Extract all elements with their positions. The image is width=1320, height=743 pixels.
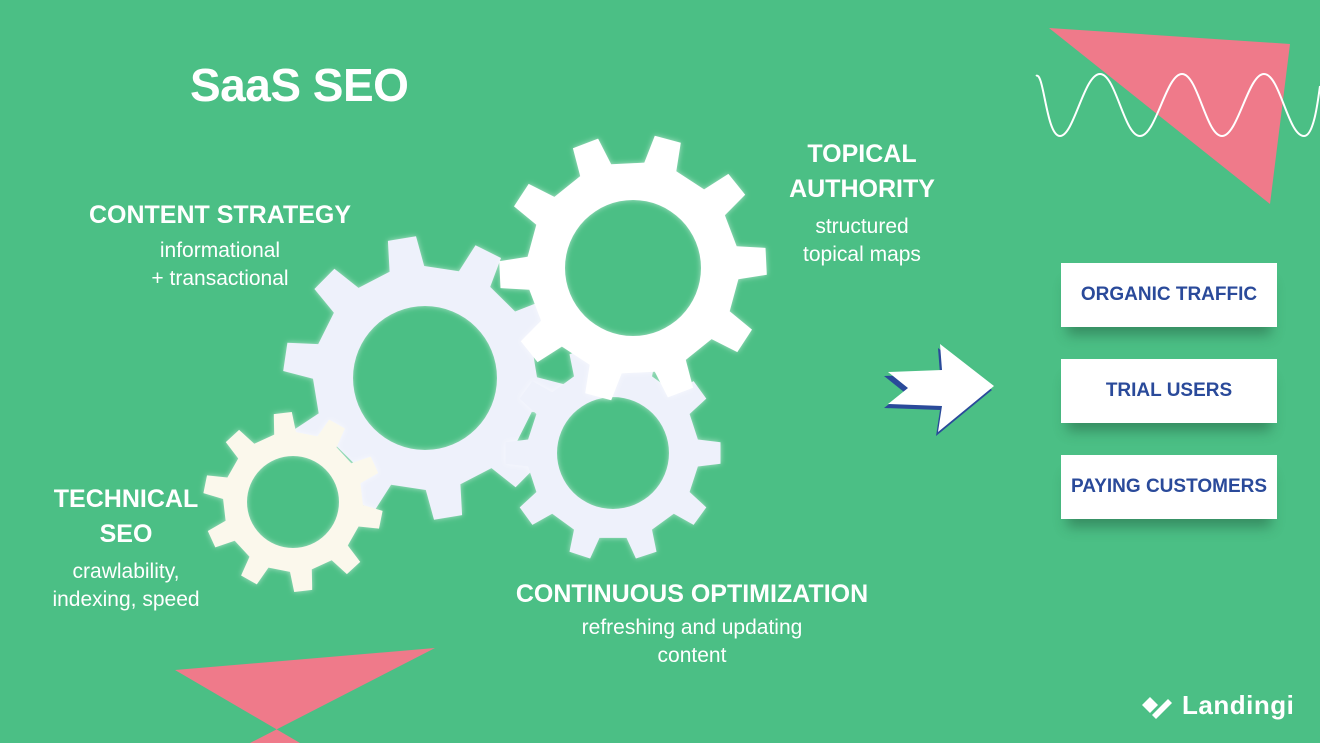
logo-text: Landingi	[1182, 690, 1295, 720]
outcome-box-organic-traffic: ORGANIC TRAFFIC	[1061, 263, 1277, 327]
outcome-label: TRIAL USERS	[1105, 380, 1233, 401]
continuous-optimization-sub-2: content	[657, 644, 727, 667]
technical-seo-sub-1: crawlability,	[72, 560, 180, 583]
technical-seo-heading-1: TECHNICAL	[53, 485, 199, 513]
page-title: SaaS SEO	[190, 59, 409, 111]
outcome-label: PAYING CUSTOMERS	[1070, 476, 1268, 497]
continuous-optimization-heading: CONTINUOUS OPTIMIZATION	[515, 580, 869, 608]
topical-authority-heading-1: TOPICAL	[807, 140, 917, 168]
top-right-triangle	[1049, 28, 1290, 204]
gear-medium-icon	[505, 347, 721, 559]
technical-seo-label: TECHNICAL SEO crawlability, indexing, sp…	[36, 482, 216, 614]
gear-small-icon	[203, 412, 383, 592]
technical-seo-sub-2: indexing, speed	[52, 588, 200, 611]
outcome-box-trial-users: TRIAL USERS	[1061, 359, 1277, 423]
topical-authority-heading-2: AUTHORITY	[789, 175, 935, 203]
content-strategy-sub-1: informational	[159, 239, 281, 262]
continuous-optimization-label: CONTINUOUS OPTIMIZATION refreshing and u…	[492, 577, 892, 670]
content-strategy-label: CONTENT STRATEGY informational + transac…	[70, 198, 370, 293]
bottom-left-triangle	[175, 648, 435, 743]
topical-authority-sub-2: topical maps	[803, 243, 921, 266]
topical-authority-sub-1: structured	[815, 215, 909, 238]
gear-top-icon	[499, 135, 767, 401]
wave-line	[1035, 72, 1320, 138]
topical-authority-label: TOPICAL AUTHORITY structured topical map…	[762, 137, 962, 269]
arrow-icon	[884, 344, 994, 436]
landingi-logo: Landingi	[1140, 690, 1294, 721]
outcome-label: ORGANIC TRAFFIC	[1080, 284, 1258, 305]
content-strategy-heading: CONTENT STRATEGY	[88, 201, 352, 229]
continuous-optimization-sub-1: refreshing and updating	[581, 616, 803, 639]
outcome-box-paying-customers: PAYING CUSTOMERS	[1061, 455, 1277, 519]
technical-seo-heading-2: SEO	[99, 520, 153, 548]
landingi-logo-icon	[1142, 696, 1172, 719]
content-strategy-sub-2: + transactional	[151, 267, 289, 290]
gear-large-icon	[283, 236, 567, 520]
